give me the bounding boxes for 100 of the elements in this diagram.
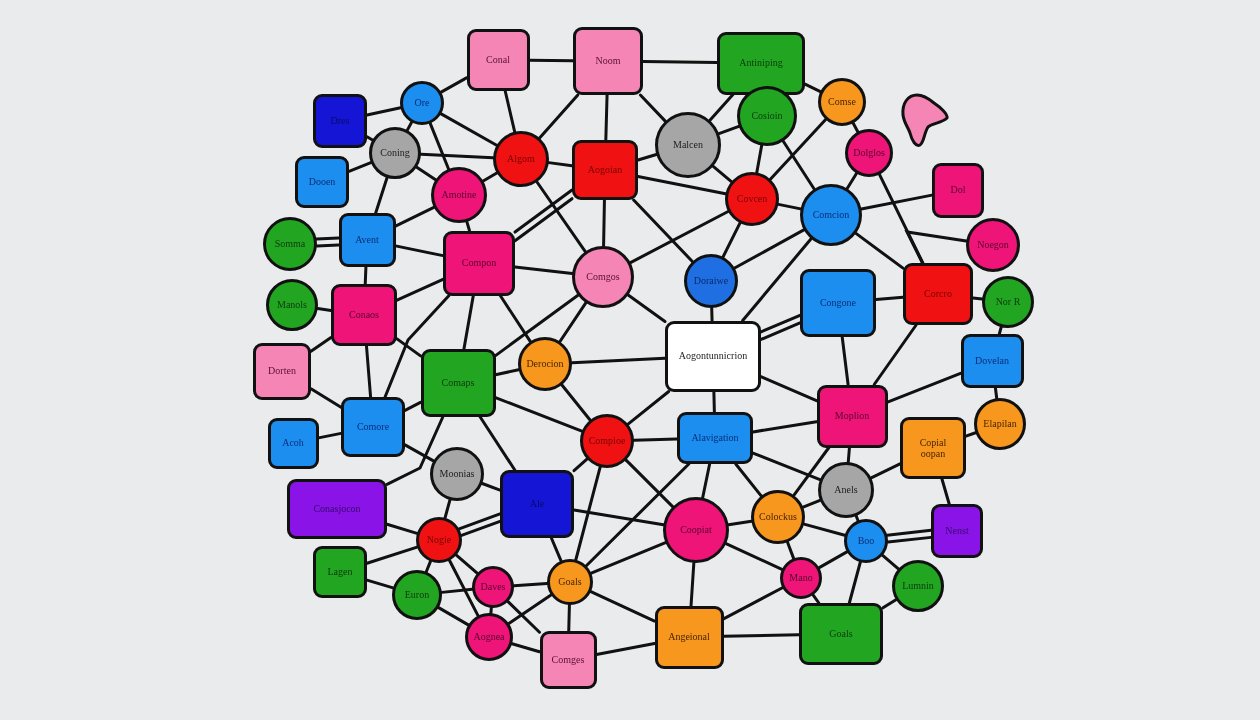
connector-line <box>710 306 714 322</box>
rounded-box-node <box>341 397 405 457</box>
connector-line <box>439 76 468 94</box>
rounded-box-node <box>466 29 530 91</box>
connector-line <box>881 598 898 610</box>
connector-line <box>462 294 475 351</box>
connector-line <box>457 512 502 531</box>
connector-line <box>595 642 656 657</box>
connector-line <box>538 93 580 140</box>
connector-line <box>494 293 580 358</box>
connector-line <box>638 93 667 123</box>
node-label: Dres <box>330 115 350 127</box>
node-label: Conaos <box>349 309 379 321</box>
rounded-box-node <box>338 213 396 267</box>
connector-line <box>689 561 696 607</box>
connector-line <box>724 542 784 571</box>
rounded-box-node <box>800 269 876 337</box>
connector-line <box>440 587 474 594</box>
circle-node <box>465 613 513 661</box>
connector-line <box>560 383 592 422</box>
connector-line <box>572 508 665 527</box>
connector-line <box>454 553 479 575</box>
connector-line <box>624 458 675 509</box>
rounded-box-node <box>313 94 367 148</box>
connector-line <box>940 477 951 506</box>
connector-line <box>741 237 813 322</box>
connector-line <box>721 221 742 259</box>
connector-line <box>712 390 716 414</box>
circle-node <box>966 218 1020 272</box>
connector-line <box>480 482 502 492</box>
connector-line <box>636 153 658 162</box>
node-label: Conasjocon <box>313 503 361 515</box>
node-label: Nogie <box>426 534 452 546</box>
node-label: Lagen <box>327 566 353 578</box>
node-label: Conal <box>486 54 510 66</box>
node-label: Dolglos <box>853 147 885 159</box>
node-label: Covcen <box>736 193 768 205</box>
connector-line <box>494 396 584 433</box>
node-label: Boo <box>857 535 875 547</box>
circle-node <box>655 112 721 178</box>
connector-line <box>317 431 343 440</box>
rounded-box-node <box>960 334 1024 388</box>
circle-node <box>518 337 572 391</box>
circle-node <box>725 172 779 226</box>
connector-line <box>535 180 587 254</box>
connector-line <box>443 498 452 520</box>
connector-line <box>628 210 730 265</box>
connector-line <box>584 462 691 568</box>
connector-line <box>641 59 719 64</box>
connector-line <box>547 161 574 168</box>
connector-line <box>802 522 847 537</box>
connector-line <box>589 590 656 623</box>
node-label: Doraiwe <box>693 275 729 287</box>
connector-line <box>851 121 860 134</box>
connector-line <box>347 161 373 173</box>
node-label: Cosioin <box>751 110 783 122</box>
rounded-box-node <box>903 263 973 325</box>
connector-line <box>759 313 802 334</box>
circle-node <box>818 462 874 518</box>
connector-line <box>734 462 763 498</box>
connector-line <box>854 231 905 270</box>
connector-line <box>513 197 574 243</box>
circle-node <box>547 559 593 605</box>
connector-line <box>997 325 1003 336</box>
node-label: Antiniping <box>739 57 783 69</box>
rounded-box-node <box>313 546 367 598</box>
rounded-box-node <box>573 27 643 95</box>
connector-line <box>374 176 389 215</box>
connector-line <box>869 462 902 480</box>
circle-node <box>580 414 634 468</box>
node-label: Mano <box>789 572 813 584</box>
node-label: Coning <box>380 147 410 159</box>
connector-line <box>558 301 588 344</box>
connector-line <box>817 550 849 570</box>
circle-node <box>493 131 549 187</box>
node-label: Lumnin <box>902 580 934 592</box>
connector-line <box>751 451 822 482</box>
node-label: Euron <box>404 589 430 601</box>
connector-line <box>845 171 858 191</box>
connector-line <box>602 198 606 248</box>
node-label: Copial oopan <box>918 436 948 460</box>
connector-line <box>395 277 445 302</box>
node-label: Comore <box>356 421 390 433</box>
connector-line <box>840 335 850 386</box>
connector-line <box>881 553 900 571</box>
connector-line <box>711 164 733 184</box>
rounded-box-node <box>267 417 319 469</box>
connector-line <box>632 437 679 442</box>
connector-line <box>847 560 862 605</box>
connector-line <box>428 121 451 171</box>
connector-line <box>513 265 574 275</box>
connector-line <box>478 415 517 472</box>
rounded-box-node <box>677 412 753 464</box>
connector-line <box>465 220 471 232</box>
connector-line <box>363 265 368 286</box>
node-label: Ale <box>529 498 545 510</box>
connector-line <box>460 519 502 537</box>
connector-line <box>786 540 796 560</box>
connector-line <box>316 307 333 312</box>
connector-line <box>513 188 574 234</box>
